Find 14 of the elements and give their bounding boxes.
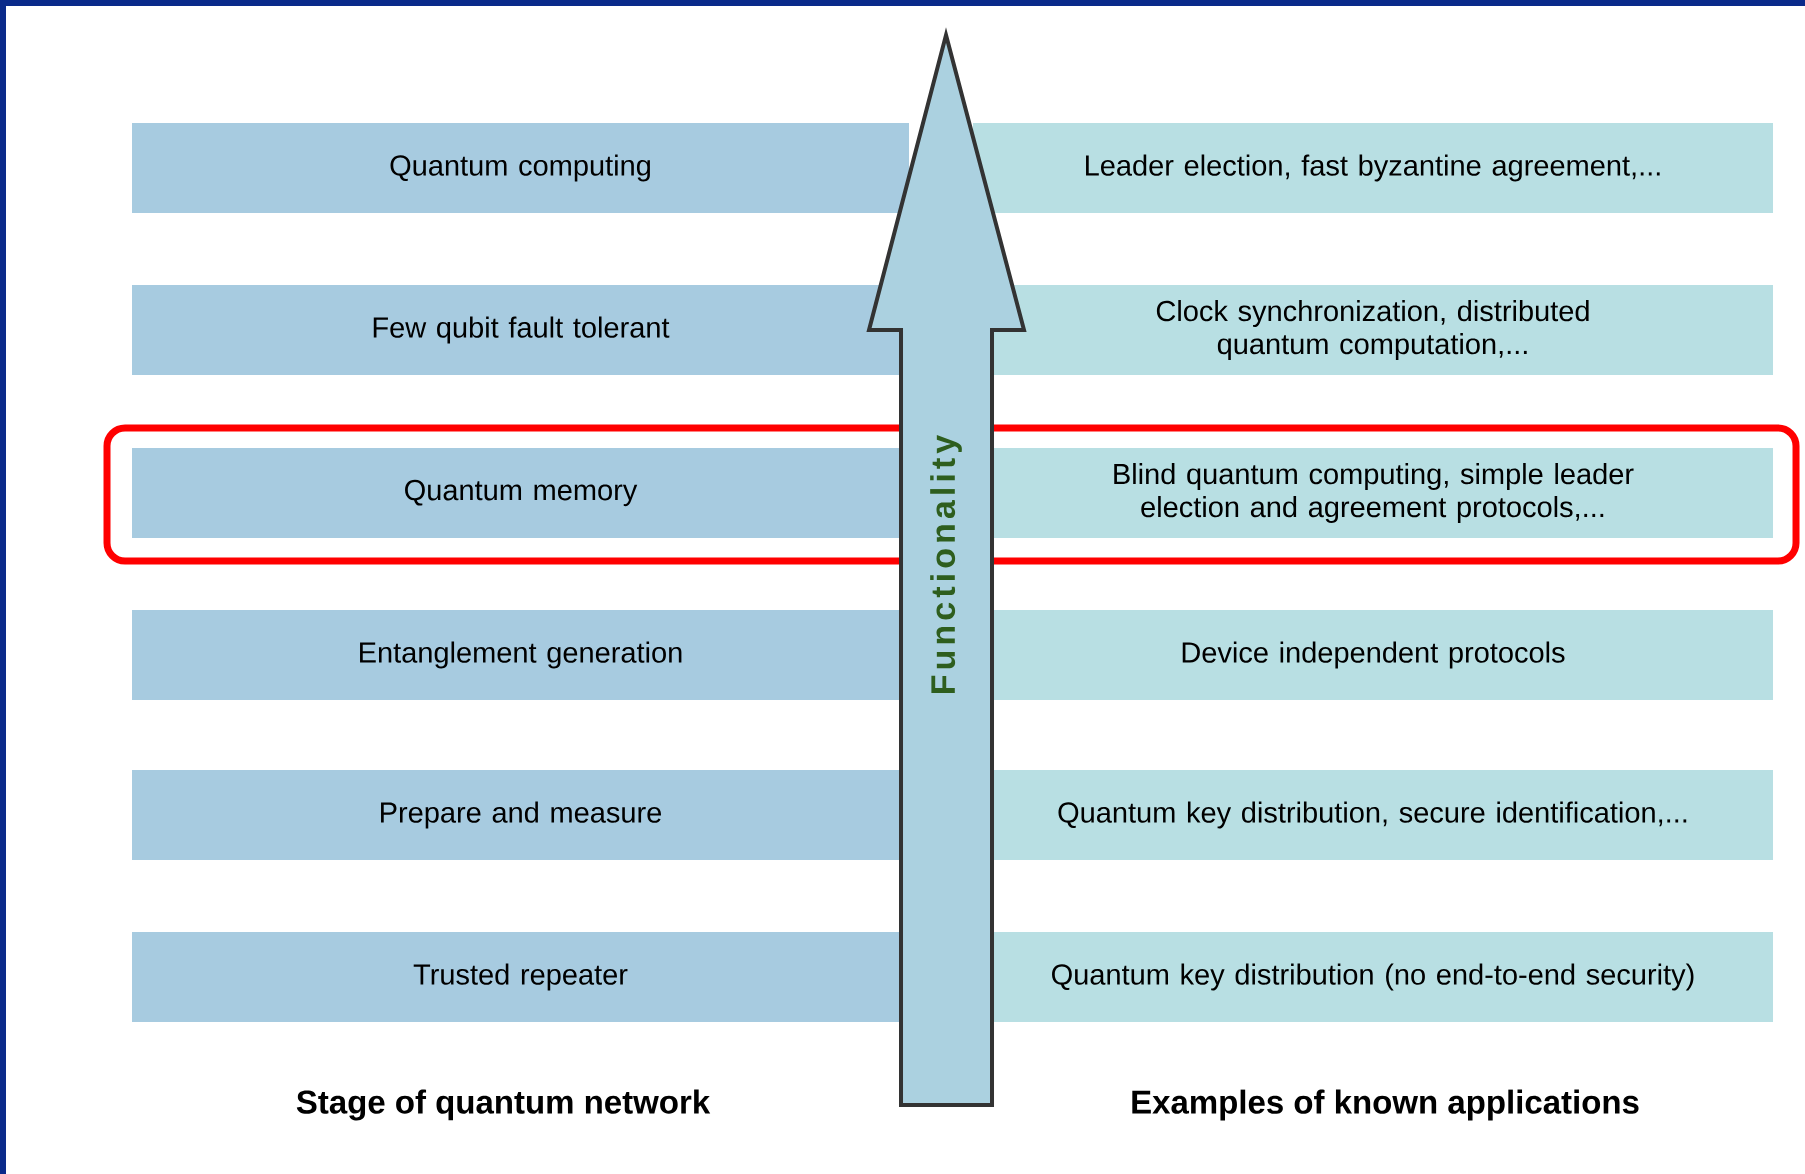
band: Quantum key distribution (no end-to-end security)	[973, 932, 1773, 1022]
band: Clock synchronization, distributed quantum computation,...	[973, 285, 1773, 375]
band: Device independent protocols	[973, 610, 1773, 700]
band: Quantum memory	[132, 448, 909, 538]
band: Quantum key distribution, secure identification,...	[973, 770, 1773, 860]
band: Entanglement generation	[132, 610, 909, 700]
band: Quantum computing	[132, 123, 909, 213]
band: Trusted repeater	[132, 932, 909, 1022]
band: Blind quantum computing, simple leader election and agreement protocols,...	[973, 448, 1773, 538]
band: Few qubit fault tolerant	[132, 285, 909, 375]
column-heading: Stage of quantum network	[296, 1089, 711, 1121]
band: Leader election, fast byzantine agreement,...	[973, 123, 1773, 213]
column-heading: Examples of known applications	[1132, 1089, 1639, 1121]
band: Prepare and measure	[132, 770, 909, 860]
